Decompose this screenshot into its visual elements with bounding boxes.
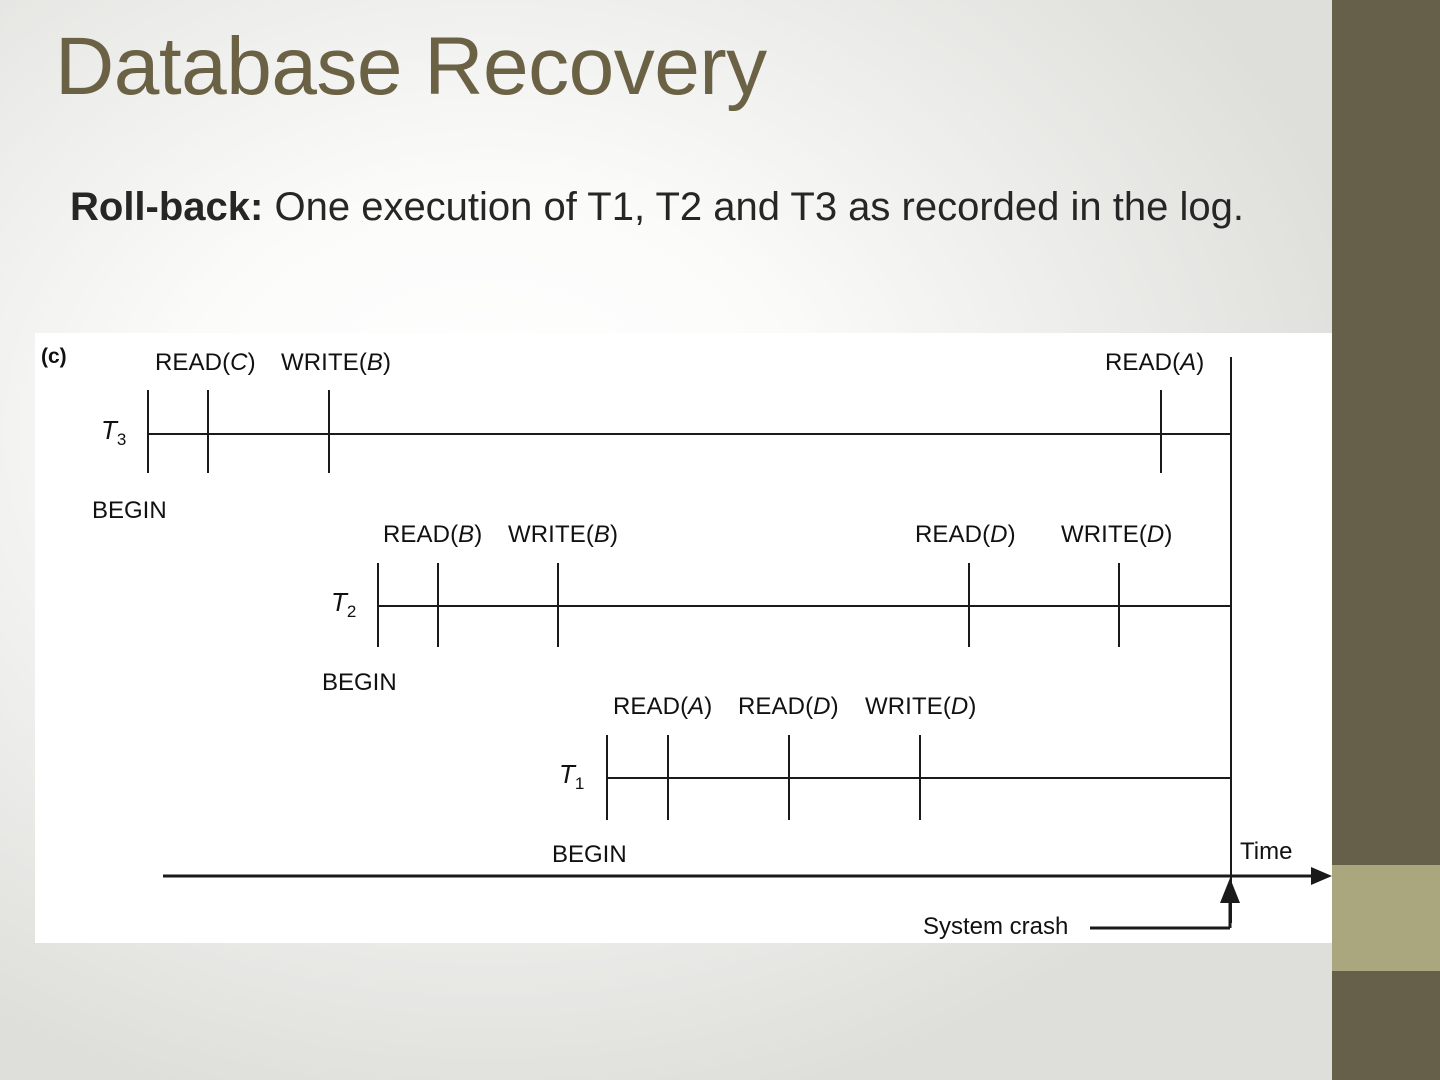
t2-op-tick-read-d [968,563,970,647]
t1-op-text-2: WRITE(D) [865,693,977,720]
t3-op-text-0: READ(C) [155,349,256,376]
t1-op-text-0: READ(A) [613,693,713,720]
system-crash-vertical-line [1230,357,1232,923]
body-rest-text: One execution of T1, T2 and T3 as record… [263,185,1244,229]
t2-begin-tick [377,563,379,647]
t1-op-text-1: READ(D) [738,693,839,720]
t2-op-tick-write-d [1118,563,1120,647]
t3-transaction-label: T3 [101,415,126,450]
t1-label-write-d: WRITE(D) [865,693,976,721]
t2-name: T [331,587,347,617]
t1-op-tick-read-a [667,735,669,820]
diagram-vector-overlay [163,867,1332,930]
t3-label-read-c: READ(C) [155,349,256,377]
t2-timeline-axis [377,605,1230,607]
t2-label-write-d: WRITE(D) [1061,521,1172,549]
t3-label-write-b: WRITE(B) [281,349,391,377]
t1-label-read-d: READ(D) [738,693,839,721]
t3-op-tick-write-b [328,390,330,473]
t3-timeline-axis [147,433,1230,435]
t2-op-text-0: READ(B) [383,521,483,548]
t2-op-tick-read-b [437,563,439,647]
t2-op-text-2: READ(D) [915,521,1016,548]
system-crash-label: System crash [923,913,1069,940]
t1-begin-label: BEGIN [552,841,627,868]
page-title: Database Recovery [55,21,767,112]
t3-op-tick-read-c [207,390,209,473]
t3-name: T [101,415,117,445]
t1-op-tick-write-d [919,735,921,820]
t3-label-read-a: READ(A) [1105,349,1204,377]
t2-begin-label: BEGIN [322,669,397,696]
t1-subscript: 1 [574,774,585,794]
t1-label-read-a: READ(A) [613,693,712,721]
t3-begin-tick [147,390,149,473]
t2-transaction-label: T2 [331,587,356,622]
t2-label-write-b: WRITE(B) [508,521,618,549]
t1-op-tick-read-d [788,735,790,820]
t1-timeline-axis [606,777,1230,779]
t2-label-read-b: READ(B) [383,521,482,549]
transaction-timeline-figure: (c) T3 READ(C) WRITE(B) READ(A) BEGIN [35,333,1332,943]
t2-op-text-3: WRITE(D) [1061,521,1173,548]
t3-op-text-2: READ(A) [1105,349,1205,376]
figure-part-label: (c) [41,345,67,368]
t3-subscript: 3 [116,430,127,450]
t2-label-read-d: READ(D) [915,521,1016,549]
t1-begin-tick [606,735,608,820]
t1-transaction-label: T1 [559,759,584,794]
t3-op-tick-read-a [1160,390,1162,473]
t3-begin-label: BEGIN [92,497,167,524]
t2-op-text-1: WRITE(B) [508,521,619,548]
right-accent-band [1332,865,1440,971]
t3-op-text-1: WRITE(B) [281,349,392,376]
t2-subscript: 2 [346,602,357,622]
t2-op-tick-write-b [557,563,559,647]
t1-name: T [559,759,575,789]
time-axis-label: Time [1240,838,1293,865]
body-paragraph: Roll-back: One execution of T1, T2 and T… [70,180,1310,235]
body-lead-text: Roll-back: [70,185,264,229]
